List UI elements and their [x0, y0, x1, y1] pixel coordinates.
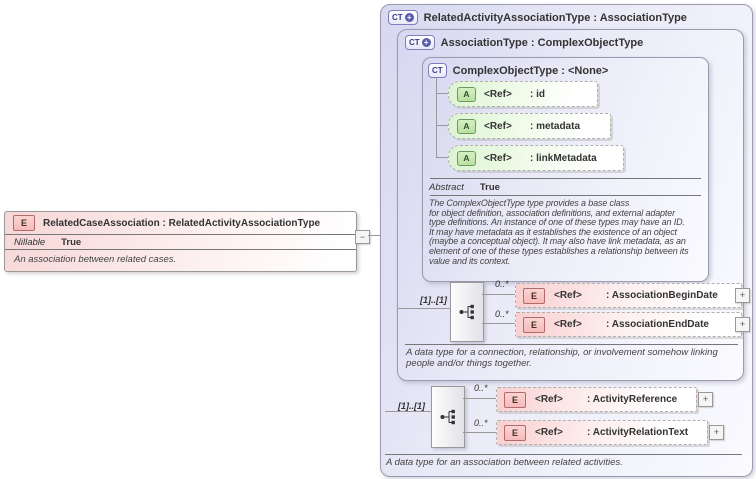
- element-ref-activity-reference[interactable]: E <Ref> : ActivityReference: [496, 387, 697, 412]
- cardinality-label: [1]..[1]: [398, 401, 425, 411]
- type-box-related-activity-association-type[interactable]: CT+ RelatedActivityAssociationType : Ass…: [380, 4, 753, 477]
- collapse-toggle-button[interactable]: −: [355, 230, 370, 244]
- occurs-label: 0..*: [495, 309, 509, 319]
- abstract-label: Abstract: [429, 182, 464, 193]
- type-title: RelatedActivityAssociationType : Associa…: [423, 11, 687, 24]
- derivation-plus-icon: +: [404, 13, 414, 22]
- element-related-case-association[interactable]: E RelatedCaseAssociation : RelatedActivi…: [4, 211, 357, 272]
- attribute-badge: A: [457, 86, 476, 102]
- connector-line: [436, 157, 448, 158]
- occurs-label: 0..*: [495, 279, 509, 289]
- connector-line: [463, 398, 496, 399]
- expand-button[interactable]: +: [735, 317, 750, 332]
- type-title: AssociationType : ComplexObjectType: [440, 36, 644, 49]
- element-name: : ActivityReference: [587, 394, 678, 405]
- sequence-compositor[interactable]: [431, 386, 465, 448]
- ref-keyword: <Ref>: [554, 290, 582, 301]
- expand-button[interactable]: +: [709, 425, 724, 440]
- ref-keyword: <Ref>: [535, 394, 563, 405]
- complex-type-badge-icon: CT: [428, 63, 447, 78]
- separator: [405, 344, 738, 345]
- connector-line: [398, 308, 450, 309]
- element-badge: E: [523, 316, 545, 333]
- abstract-value: True: [479, 182, 500, 193]
- nillable-value: True: [61, 236, 82, 248]
- separator: [430, 178, 701, 179]
- element-badge: E: [504, 391, 526, 408]
- element-badge: E: [504, 424, 526, 441]
- connector-line: [436, 78, 437, 157]
- type-box-association-type[interactable]: CT+ AssociationType : ComplexObjectType …: [397, 29, 750, 381]
- element-name: : AssociationBeginDate: [606, 290, 718, 301]
- derivation-plus-icon: +: [421, 38, 431, 47]
- connector-line: [482, 323, 515, 324]
- type-documentation: The ComplexObjectType type provides a ba…: [429, 198, 689, 266]
- connector-line: [463, 432, 496, 433]
- ref-keyword: <Ref>: [484, 88, 512, 100]
- element-ref-association-end-date[interactable]: E <Ref> : AssociationEndDate: [515, 312, 742, 337]
- connector-line: [436, 93, 448, 94]
- separator: [385, 454, 742, 455]
- attribute-name: : metadata: [530, 120, 581, 132]
- connector-line: [368, 235, 380, 236]
- nillable-label: Nillable: [14, 236, 46, 248]
- attribute-ref-link-metadata[interactable]: A <Ref> : linkMetadata: [448, 145, 624, 171]
- attribute-name: : linkMetadata: [530, 152, 597, 164]
- type-box-complex-object-type[interactable]: CT ComplexObjectType : <None> A <Ref> : …: [422, 57, 709, 282]
- sequence-icon: [440, 409, 455, 425]
- cardinality-label: [1]..[1]: [420, 295, 447, 305]
- element-description: An association between related cases.: [14, 254, 177, 265]
- separator: [430, 195, 701, 196]
- attribute-name: : id: [530, 88, 545, 100]
- type-documentation: A data type for a connection, relationsh…: [406, 347, 718, 369]
- connector-line: [482, 294, 515, 295]
- attribute-ref-id[interactable]: A <Ref> : id: [448, 81, 598, 107]
- element-name: : ActivityRelationText: [587, 427, 689, 438]
- ref-keyword: <Ref>: [484, 120, 512, 132]
- element-ref-activity-relation-text[interactable]: E <Ref> : ActivityRelationText: [496, 420, 708, 445]
- connector-line: [436, 125, 448, 126]
- attribute-badge: A: [457, 118, 476, 134]
- complex-type-badge-icon: CT+: [405, 35, 435, 50]
- expand-button[interactable]: +: [698, 392, 713, 407]
- attribute-ref-metadata[interactable]: A <Ref> : metadata: [448, 113, 611, 139]
- element-badge: E: [523, 287, 545, 304]
- occurs-label: 0..*: [474, 418, 488, 428]
- attribute-badge: A: [457, 150, 476, 166]
- ref-keyword: <Ref>: [554, 319, 582, 330]
- type-title: ComplexObjectType : <None>: [452, 64, 609, 77]
- element-title: RelatedCaseAssociation : RelatedActivity…: [43, 217, 321, 229]
- complex-type-badge-icon: CT+: [388, 10, 418, 25]
- element-badge: E: [13, 215, 35, 231]
- element-ref-association-begin-date[interactable]: E <Ref> : AssociationBeginDate: [515, 283, 742, 308]
- occurs-label: 0..*: [474, 383, 488, 393]
- expand-button[interactable]: +: [735, 288, 750, 303]
- ref-keyword: <Ref>: [484, 152, 512, 164]
- connector-line: [385, 411, 431, 412]
- ref-keyword: <Ref>: [535, 427, 563, 438]
- type-documentation: A data type for an association between r…: [386, 457, 623, 468]
- element-name: : AssociationEndDate: [606, 319, 709, 330]
- sequence-icon: [459, 304, 474, 320]
- sequence-compositor[interactable]: [450, 282, 484, 342]
